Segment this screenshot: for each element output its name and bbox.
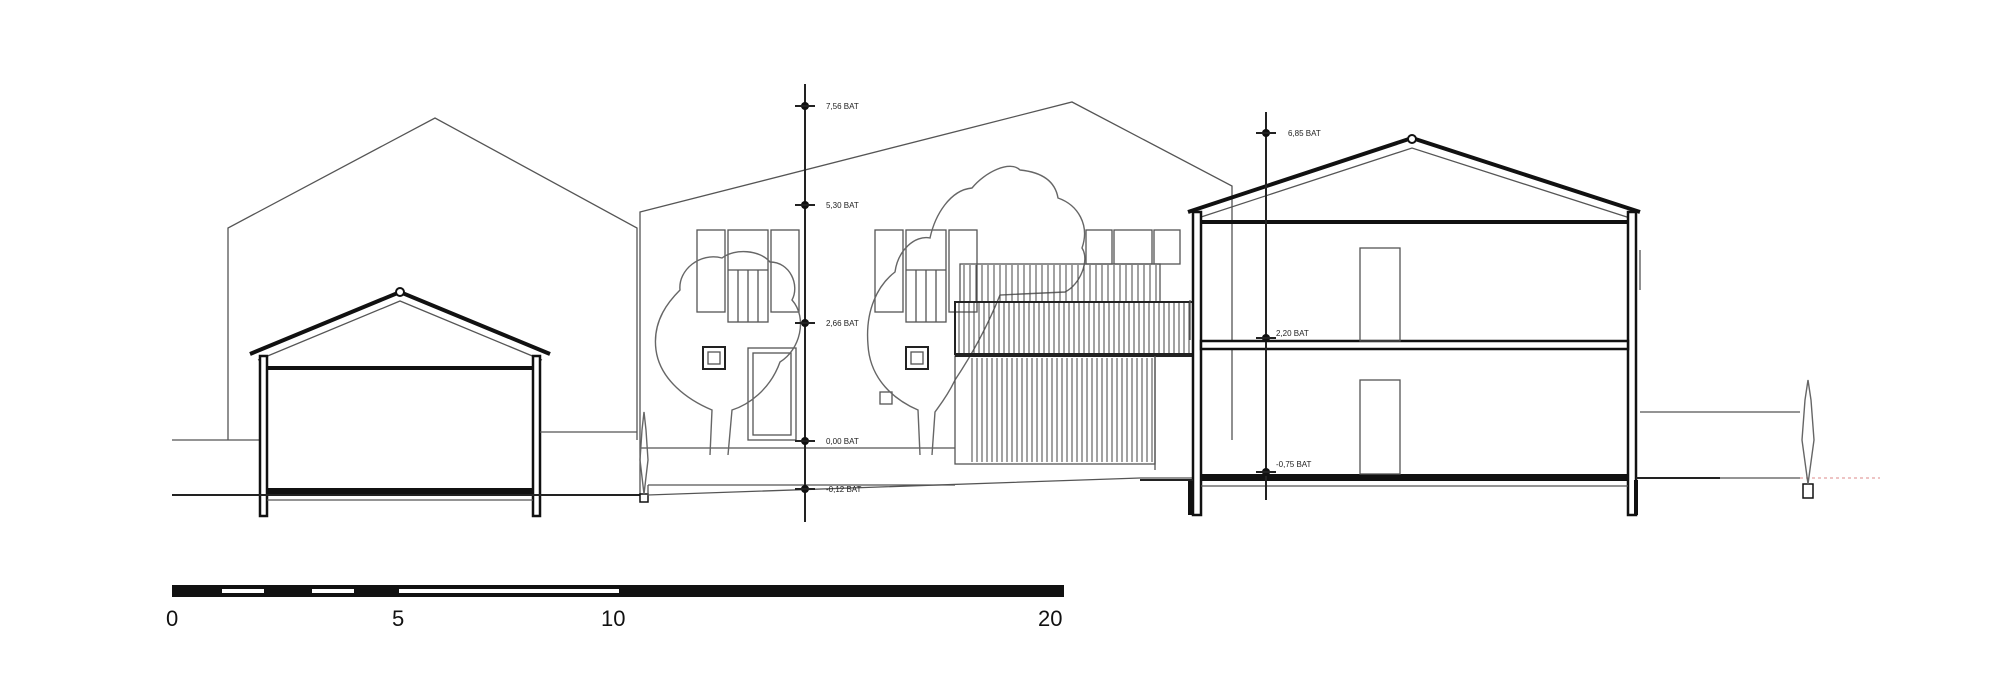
central-house-elevation <box>639 101 1233 495</box>
tree-center <box>866 165 1086 456</box>
timber-cladding-extension <box>954 263 1196 470</box>
tree-left <box>654 251 802 456</box>
level-label: 0,00 BAT <box>826 437 859 446</box>
level-label: -0,12 BAT <box>826 485 862 494</box>
level-marker: 2,20 BAT <box>1256 329 1309 342</box>
ground-slope <box>647 477 1201 496</box>
left-background-building-outline <box>172 117 638 441</box>
level-label: 2,20 BAT <box>1276 329 1309 338</box>
scale-label-20: 20 <box>1038 606 1062 631</box>
scale-label-0: 0 <box>166 606 178 631</box>
level-marker: 5,30 BAT <box>795 201 859 210</box>
scale-label-5: 5 <box>392 606 404 631</box>
level-marker: -0,12 BAT <box>795 485 862 494</box>
level-label: 2,66 BAT <box>826 319 859 328</box>
left-shed-section <box>249 287 637 518</box>
level-axis-right: 6,85 BAT 2,20 BAT -0,75 BAT <box>1256 112 1321 500</box>
scale-bar: 0 5 10 20 <box>166 585 1064 631</box>
right-ground <box>1140 379 1880 499</box>
level-marker: 0,00 BAT <box>795 437 859 446</box>
shrub-left <box>639 411 649 503</box>
level-marker: 7,56 BAT <box>795 102 859 111</box>
right-house-section <box>1187 134 1641 517</box>
level-marker: 2,66 BAT <box>795 319 859 328</box>
level-axis-left: 7,56 BAT 5,30 BAT 2,66 BAT 0,00 BAT -0,1… <box>795 84 862 522</box>
level-label: -0,75 BAT <box>1276 460 1312 469</box>
level-marker: -0,75 BAT <box>1256 460 1312 476</box>
level-marker: 6,85 BAT <box>1256 129 1321 138</box>
scale-label-10: 10 <box>601 606 625 631</box>
level-label: 5,30 BAT <box>826 201 859 210</box>
level-label: 6,85 BAT <box>1288 129 1321 138</box>
level-label: 7,56 BAT <box>826 102 859 111</box>
